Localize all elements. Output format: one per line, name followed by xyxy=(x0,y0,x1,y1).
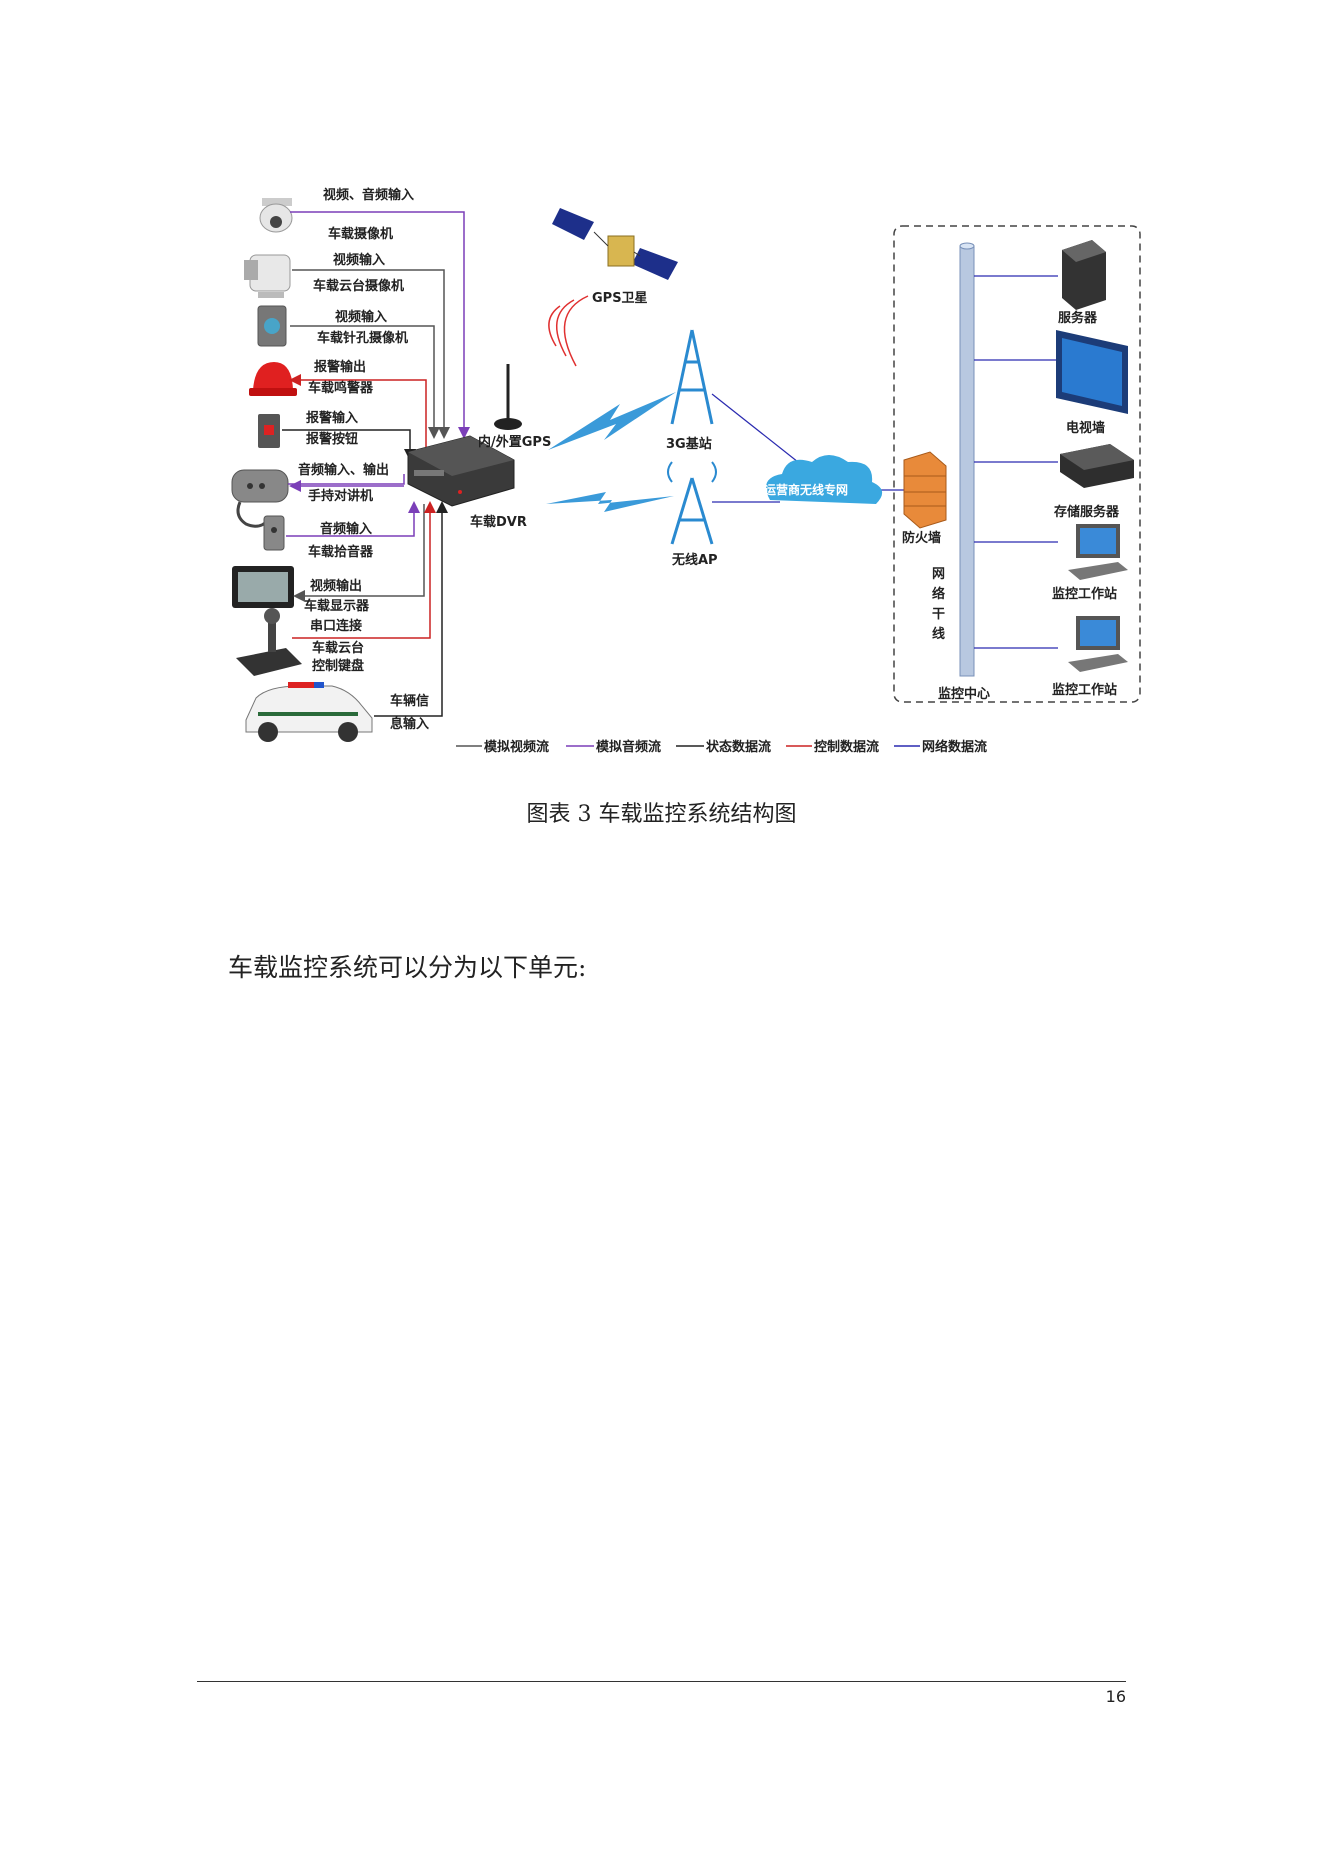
figure-caption: 图表 3 车载监控系统结构图 xyxy=(526,802,797,827)
label-monitoring-center: 监控中心 xyxy=(938,686,990,702)
label-pickup: 车载拾音器 xyxy=(308,544,374,560)
label-wireless-ap: 无线AP xyxy=(671,552,718,568)
dome-camera-icon xyxy=(259,198,293,233)
label-audio-io: 音频输入、输出 xyxy=(298,462,389,478)
label-gps: 内/外置GPS xyxy=(478,434,551,450)
monitoring-center-box xyxy=(893,225,1141,703)
firewall-icon xyxy=(903,451,947,529)
label-audio-input: 音频输入 xyxy=(320,521,372,537)
label-server: 服务器 xyxy=(1058,310,1098,326)
label-alarm-input: 报警输入 xyxy=(306,410,358,426)
label-ptz-camera: 车载云台摄像机 xyxy=(313,278,404,294)
legend-network: 网络数据流 xyxy=(922,739,987,755)
workstation-icon xyxy=(1068,616,1128,672)
label-dvr: 车载DVR xyxy=(470,514,527,530)
label-car-monitor: 车载显示器 xyxy=(304,598,370,614)
label-alarm-output: 报警输出 xyxy=(314,359,366,375)
label-3g-base-station: 3G基站 xyxy=(666,436,712,452)
backbone-branches xyxy=(974,275,1058,649)
label-pinhole-camera: 车载针孔摄像机 xyxy=(317,330,408,346)
label-serial-connection: 串口连接 xyxy=(310,618,362,634)
label-backbone-2: 络 xyxy=(932,586,945,602)
gps-antenna-icon xyxy=(494,364,522,430)
label-vehicle-camera: 车载摄像机 xyxy=(328,226,393,242)
left-connection-lines xyxy=(282,211,470,717)
alarm-button-icon xyxy=(258,414,280,448)
intercom-icon xyxy=(231,469,289,528)
satellite-icon xyxy=(552,208,678,280)
3g-tower-icon xyxy=(670,329,714,425)
storage-server-icon xyxy=(1060,444,1134,488)
label-ptz-keyboard-2: 控制键盘 xyxy=(312,658,364,674)
backbone-pipe-icon xyxy=(959,242,975,677)
ptz-joystick-icon xyxy=(236,608,302,676)
legend-audio: 模拟音频流 xyxy=(596,739,661,755)
legend-video: 模拟视频流 xyxy=(484,739,549,755)
label-firewall: 防火墙 xyxy=(902,530,941,546)
police-car-icon xyxy=(245,682,373,742)
label-workstation-2: 监控工作站 xyxy=(1052,682,1117,698)
label-gps-satellite: GPS卫星 xyxy=(592,291,648,306)
dvr-device-icon xyxy=(407,435,515,507)
label-video-input-1: 视频输入 xyxy=(333,252,385,268)
label-video-input-2: 视频输入 xyxy=(335,309,387,325)
siren-icon xyxy=(249,362,297,396)
label-backbone-3: 干 xyxy=(932,607,945,622)
label-backbone-4: 线 xyxy=(932,626,945,642)
label-video-output: 视频输出 xyxy=(310,578,362,594)
legend-status: 状态数据流 xyxy=(706,739,771,755)
label-ptz-keyboard-1: 车载云台 xyxy=(312,640,364,656)
pickup-microphone-icon xyxy=(263,515,285,551)
label-siren: 车载鸣警器 xyxy=(308,380,374,396)
legend-control: 控制数据流 xyxy=(814,739,879,755)
page-number: 16 xyxy=(1105,1687,1126,1706)
ptz-camera-icon xyxy=(244,254,291,298)
server-icon xyxy=(1062,240,1106,310)
label-vehicle-info-1: 车辆信 xyxy=(390,693,429,709)
label-backbone-1: 网 xyxy=(932,567,945,582)
label-video-audio-input: 视频、音频输入 xyxy=(323,187,414,203)
label-vehicle-info-2: 息输入 xyxy=(390,716,429,732)
label-carrier-network: 运营商无线专网 xyxy=(764,482,848,497)
label-workstation-1: 监控工作站 xyxy=(1052,586,1117,602)
video-wall-icon xyxy=(1056,330,1128,414)
gps-signal-icon xyxy=(548,295,589,367)
car-monitor-icon xyxy=(232,566,294,608)
legend: 模拟视频流 模拟音频流 状态数据流 控制数据流 网络数据流 xyxy=(456,739,987,755)
wireless-ap-icon xyxy=(667,461,717,545)
pinhole-camera-icon xyxy=(257,305,287,347)
label-video-wall: 电视墙 xyxy=(1066,420,1105,436)
body-paragraph: 车载监控系统可以分为以下单元: xyxy=(228,953,587,982)
label-storage-server: 存储服务器 xyxy=(1054,504,1120,520)
wireless-link-icon xyxy=(546,392,676,512)
cloud-icon xyxy=(766,455,883,504)
label-intercom: 手持对讲机 xyxy=(308,488,373,504)
footer-divider xyxy=(197,1681,1126,1682)
workstation-icon xyxy=(1068,524,1128,580)
label-alarm-button: 报警按钮 xyxy=(306,431,358,447)
